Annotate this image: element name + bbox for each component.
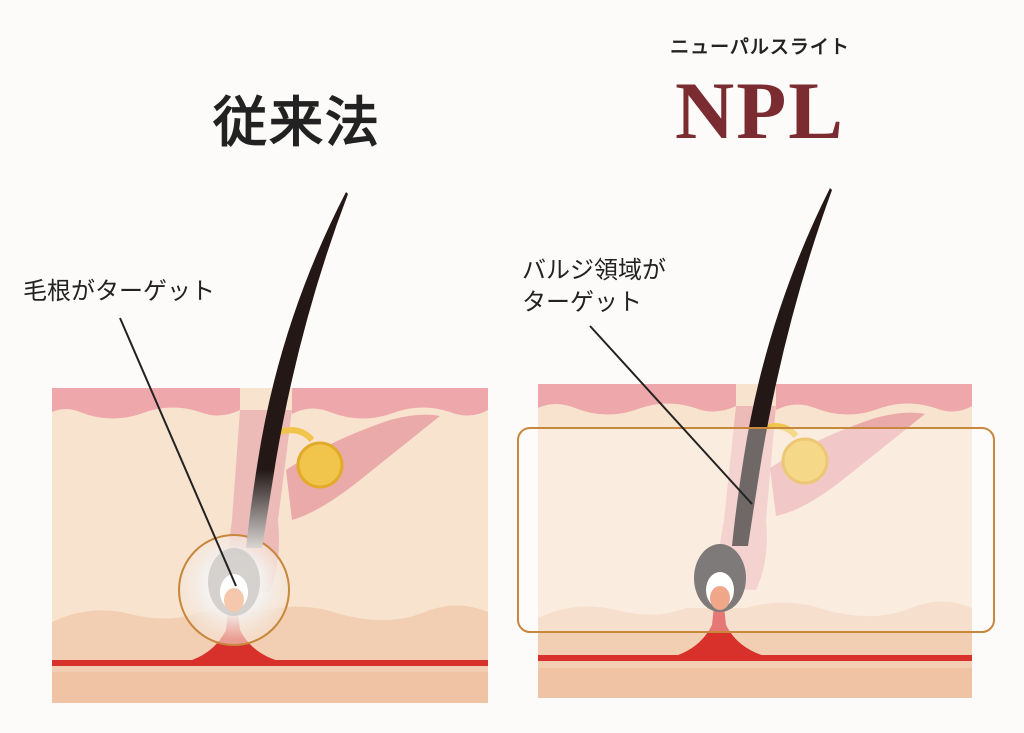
npl-subtitle: ニューパルスライト <box>670 36 850 58</box>
right-skin-panel <box>517 188 995 698</box>
npl-title: NPL <box>675 65 845 156</box>
left-hair-shaft <box>246 192 348 548</box>
bulge-label-line1: バルジ領域が <box>522 256 666 284</box>
right-dermal-papilla <box>710 586 730 610</box>
left-arrector-muscle <box>286 414 440 520</box>
left-epidermis-b <box>292 388 488 419</box>
right-epidermis-a <box>538 384 736 415</box>
right-hair-shaft <box>732 188 832 546</box>
left-skin-panel <box>52 192 488 703</box>
left-sebaceous-gland <box>296 441 344 489</box>
right-bulge-target-box <box>517 427 995 633</box>
hair-root-target-label: 毛根がターゲット <box>23 277 215 305</box>
left-gland-duct <box>279 427 315 443</box>
right-subcutis-deep <box>538 668 972 698</box>
right-epidermis-b <box>776 384 972 415</box>
right-sebaceous-gland <box>781 437 829 485</box>
bulge-label-line2: ターゲット <box>522 288 642 316</box>
right-pointer-line <box>589 325 753 505</box>
left-dermal-papilla <box>224 588 244 612</box>
bulge-region-target-label: バルジ領域が ターゲット <box>522 254 666 318</box>
right-blood-vessel <box>538 655 972 661</box>
left-epidermis-a <box>52 388 240 419</box>
left-subcutis-deep <box>52 672 488 703</box>
left-pointer-line <box>119 317 237 587</box>
conventional-method-title: 従来法 <box>213 90 381 154</box>
right-arrector-muscle <box>770 412 925 516</box>
left-blood-vessel <box>52 660 488 666</box>
